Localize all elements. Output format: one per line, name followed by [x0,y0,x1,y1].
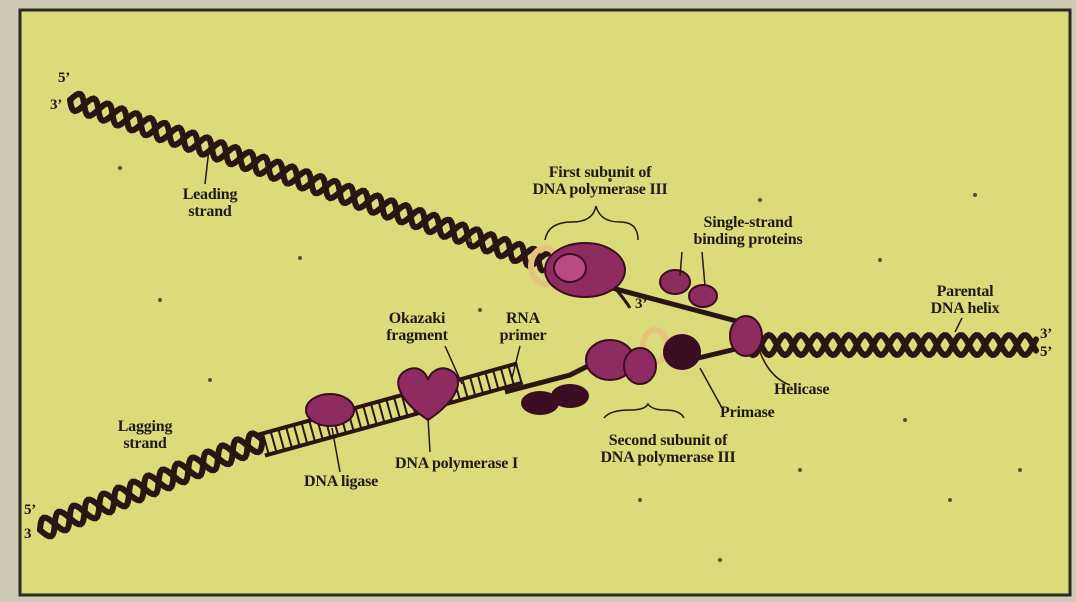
speckle-dot [903,418,907,422]
first-subunit-label-line1: First subunit of [500,164,700,181]
second-subunit-label-line1: Second subunit of [568,432,768,449]
speckle-dot [948,498,952,502]
parental-helix-label: Parental DNA helix [905,283,1025,317]
first-subunit-label-line2: DNA polymerase III [500,181,700,198]
leading-strand-label-line2: strand [160,203,260,220]
rna-primer-label-line2: primer [493,327,553,344]
ssb-protein-1 [660,270,690,294]
speckle-dot [468,238,472,242]
helicase-label: Helicase [774,381,829,398]
speckle-dot [878,258,882,262]
primase-label: Primase [720,404,775,421]
ssb-protein-4 [552,385,588,407]
leading-strand-label-line1: Leading [160,186,260,203]
first-subunit-label: First subunit of DNA polymerase III [500,164,700,198]
rna-primer-label: RNA primer [493,310,553,344]
top-left-3prime-label: 3’ [50,97,62,114]
okazaki-label-line1: Okazaki [372,310,462,327]
speckle-dot [478,308,482,312]
speckle-dot [638,498,642,502]
speckle-dot [158,298,162,302]
bottom-left-5prime-label: 5’ [24,502,36,519]
leading-3prime-label: 3’ [635,296,647,313]
speckle-dot [973,193,977,197]
single-strand-binding-label: Single-strand binding proteins [658,214,838,248]
rna-primer-label-line1: RNA [493,310,553,327]
speckle-dot [798,468,802,472]
second-subunit-pol3-shape-b [624,348,656,384]
speckle-dot [208,378,212,382]
second-subunit-label: Second subunit of DNA polymerase III [568,432,768,466]
primase-shape [664,335,700,369]
lagging-strand-label-line2: strand [95,435,195,452]
parental-label-line1: Parental [905,283,1025,300]
top-left-5prime-label: 5’ [58,70,70,87]
lagging-strand-label-line1: Lagging [95,418,195,435]
okazaki-fragment-label: Okazaki fragment [372,310,462,344]
single-strand-label-line2: binding proteins [658,231,838,248]
first-subunit-pol3-highlight [554,254,586,282]
speckle-dot [1018,468,1022,472]
parental-3prime-label: 3’ [1040,326,1052,343]
lagging-strand-label: Lagging strand [95,418,195,452]
dna-ligase-shape [306,394,354,426]
second-subunit-label-line2: DNA polymerase III [568,449,768,466]
speckle-dot [118,166,122,170]
parental-label-line2: DNA helix [905,300,1025,317]
dna-ligase-label: DNA ligase [304,473,378,490]
parental-5prime-label: 5’ [1040,344,1052,361]
bottom-left-3prime-label: 3 [24,526,31,543]
okazaki-label-line2: fragment [372,327,462,344]
helicase-shape [730,316,762,356]
speckle-dot [758,198,762,202]
leading-strand-label: Leading strand [160,186,260,220]
ssb-protein-2 [689,285,717,307]
speckle-dot [298,256,302,260]
single-strand-label-line1: Single-strand [658,214,838,231]
dna-polymerase-i-label: DNA polymerase I [395,455,518,472]
speckle-dot [718,558,722,562]
